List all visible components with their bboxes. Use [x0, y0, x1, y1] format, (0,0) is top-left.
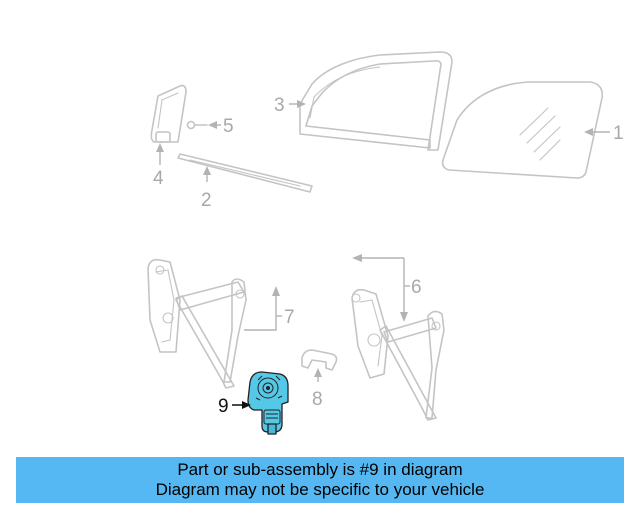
corner-bracket-part[interactable]: [150, 84, 187, 143]
callout-9: 9: [218, 396, 251, 417]
callout-7: 7: [244, 286, 295, 331]
callout-5: 5: [208, 116, 234, 137]
door-frame-seal-part[interactable]: [299, 51, 453, 151]
callout-2-label: 2: [201, 190, 212, 211]
banner-line-disclaimer: Diagram may not be specific to your vehi…: [155, 480, 485, 499]
callout-8-label: 8: [312, 389, 323, 410]
window-motor-part[interactable]: [247, 371, 289, 435]
callout-8: 8: [312, 368, 323, 410]
callout-4-label: 4: [153, 168, 164, 189]
belt-weatherstrip-part[interactable]: [177, 153, 313, 193]
right-window-regulator-part[interactable]: [351, 288, 445, 421]
banner-line-part-number: Part or sub-assembly is #9 in diagram: [177, 460, 463, 479]
callout-9-label: 9: [218, 396, 229, 417]
callout-6-label: 6: [411, 277, 422, 298]
info-banner: Part or sub-assembly is #9 in diagram Di…: [16, 457, 624, 503]
parts-diagram: 1 3 4 5 2: [147, 51, 624, 435]
callout-3-label: 3: [274, 95, 285, 116]
callout-2: 2: [201, 166, 212, 211]
callout-1: 1: [584, 123, 624, 144]
callout-4: 4: [153, 143, 164, 189]
door-glass-part[interactable]: [441, 81, 604, 179]
callout-1-label: 1: [613, 123, 624, 144]
callout-7-label: 7: [284, 307, 295, 328]
clip-part[interactable]: [301, 349, 338, 371]
callout-3: 3: [274, 95, 306, 116]
left-window-regulator-part[interactable]: [147, 258, 247, 389]
callout-6: 6: [352, 254, 422, 322]
screw-part[interactable]: [186, 120, 208, 130]
callout-5-label: 5: [223, 116, 234, 137]
